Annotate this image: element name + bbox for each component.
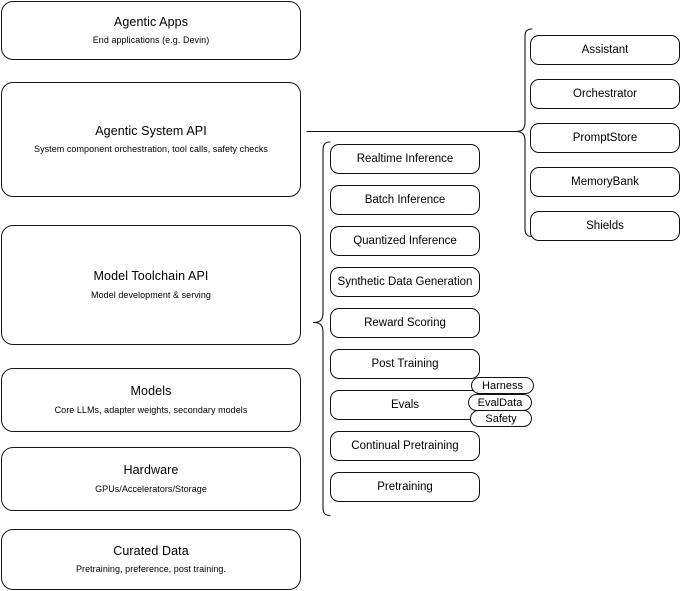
toolchain-item-label: Reward Scoring <box>364 316 446 329</box>
toolchain-item-label: Realtime Inference <box>356 152 454 165</box>
toolchain-item-quantized-inference[interactable]: Quantized Inference <box>330 226 480 256</box>
eval-pill-harness[interactable]: Harness <box>471 377 534 394</box>
toolchain-item-realtime-inference[interactable]: Realtime Inference <box>330 144 480 174</box>
system-component-label: Assistant <box>581 43 629 56</box>
toolchain-item-label: Evals <box>390 398 420 411</box>
layer-title: Model Toolchain API <box>93 269 209 284</box>
eval-pill-label: Safety <box>485 412 517 425</box>
toolchain-item-continual-pretraining[interactable]: Continual Pretraining <box>330 431 480 461</box>
layer-subtitle: Core LLMs, adapter weights, secondary mo… <box>54 404 248 415</box>
eval-pill-evaldata[interactable]: EvalData <box>468 394 532 411</box>
eval-pill-safety[interactable]: Safety <box>470 410 532 427</box>
system-component-memorybank[interactable]: MemoryBank <box>530 167 680 197</box>
layer-subtitle: Pretraining, preference, post training. <box>75 564 227 575</box>
layer-title: Agentic Apps <box>113 14 189 29</box>
system-component-shields[interactable]: Shields <box>530 211 680 241</box>
system-api-connector-line <box>301 125 531 139</box>
layer-title: Curated Data <box>113 543 189 558</box>
layer-subtitle: Model development & serving <box>91 289 211 300</box>
toolchain-item-label: Batch Inference <box>364 193 446 206</box>
toolchain-item-label: Quantized Inference <box>353 234 457 247</box>
layer-agentic-system-api[interactable]: Agentic System API System component orche… <box>1 82 301 197</box>
toolchain-item-evals[interactable]: Evals <box>330 390 480 420</box>
toolchain-item-reward-scoring[interactable]: Reward Scoring <box>330 308 480 338</box>
layer-model-toolchain-api[interactable]: Model Toolchain API Model development & s… <box>1 225 301 345</box>
eval-pill-label: EvalData <box>477 396 523 409</box>
layer-title: Agentic System API <box>95 123 207 138</box>
system-component-orchestrator[interactable]: Orchestrator <box>530 79 680 109</box>
system-component-label: Shields <box>586 219 624 232</box>
toolchain-item-batch-inference[interactable]: Batch Inference <box>330 185 480 215</box>
eval-pill-label: Harness <box>482 379 523 392</box>
layer-subtitle: System component orchestration, tool cal… <box>34 144 268 155</box>
toolchain-item-label: Continual Pretraining <box>351 439 459 452</box>
layer-title: Hardware <box>123 463 179 478</box>
toolchain-item-synthetic-data-generation[interactable]: Synthetic Data Generation <box>330 267 480 297</box>
system-component-label: Orchestrator <box>573 87 637 100</box>
layer-subtitle: GPUs/Accelerators/Storage <box>95 483 207 494</box>
layer-title: Models <box>130 384 172 399</box>
toolchain-item-pretraining[interactable]: Pretraining <box>330 472 480 502</box>
system-component-label: MemoryBank <box>571 175 639 188</box>
system-component-assistant[interactable]: Assistant <box>530 35 680 65</box>
system-component-promptstore[interactable]: PromptStore <box>530 123 680 153</box>
toolchain-item-label: Synthetic Data Generation <box>337 275 473 288</box>
toolchain-item-label: Post Training <box>371 357 439 370</box>
layer-subtitle: End applications (e.g. Devin) <box>92 35 210 46</box>
toolchain-item-label: Pretraining <box>377 480 433 493</box>
toolchain-item-post-training[interactable]: Post Training <box>330 349 480 379</box>
system-component-label: PromptStore <box>572 131 638 144</box>
